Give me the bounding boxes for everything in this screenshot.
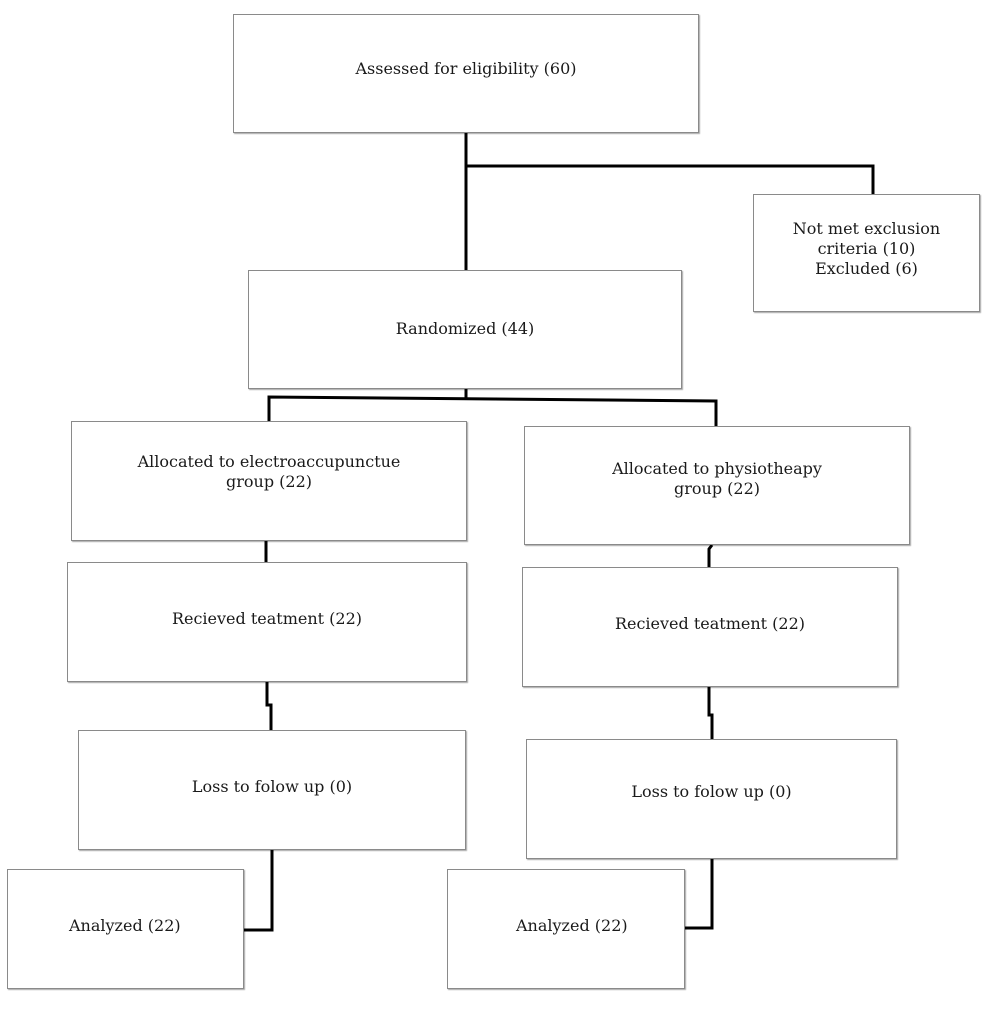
connector-alloc-pt-to-recv-pt [707,544,714,567]
connector-loss-pt-to-anal-pt [685,859,714,930]
analyzed-electroacupuncture-box: Analyzed (22) [7,869,244,989]
connector-assessed-to-excluded [466,164,875,194]
loss-electroacupuncture-label: Loss to folow up (0) [191,776,353,796]
allocated-electroacupuncture-line-2: group (22) [226,471,312,491]
excluded-line-2: criteria (10) [817,239,916,258]
connector-recv-ea-to-loss-ea [265,682,273,730]
received-electroacupuncture-box: Recieved teatment (22) [67,562,467,682]
received-physiotherapy-label: Recieved teatment (22) [614,614,806,633]
excluded-line-1: Not met exclusion [792,219,941,238]
connector-loss-ea-to-anal-ea [244,850,274,932]
excluded-line-3: Excluded (6) [815,259,918,278]
received-physiotherapy-box: Recieved teatment (22) [522,567,898,687]
allocated-electroacupuncture-box: Allocated to electroaccupunctue group (2… [71,421,467,541]
received-electroacupuncture-label: Recieved teatment (22) [171,609,363,628]
analyzed-electroacupuncture-label: Analyzed (22) [69,916,181,935]
allocated-electroacupuncture-text: Allocated to electroaccupunctue group (2… [138,452,401,492]
connector-recv-pt-to-loss-pt [707,687,714,739]
allocated-physiotherapy-text: Allocated to physiotheapy group (22) [612,459,822,499]
analyzed-physiotherapy-label: Analyzed (22) [516,916,628,935]
assessed-label: Assessed for eligibility (60) [355,58,577,78]
allocated-physiotherapy-line-1: Allocated to physiotheapy [612,458,822,478]
loss-physiotherapy-box: Loss to folow up (0) [526,739,897,859]
analyzed-physiotherapy-box: Analyzed (22) [447,869,685,989]
connector-randomized-split [267,395,718,426]
loss-physiotherapy-label: Loss to folow up (0) [631,782,792,801]
excluded-box: Not met exclusion criteria (10) Excluded… [753,194,980,312]
loss-electroacupuncture-box: Loss to folow up (0) [78,730,466,850]
allocated-physiotherapy-line-2: group (22) [674,478,760,498]
assessed-box: Assessed for eligibility (60) [233,14,699,133]
allocated-electroacupuncture-line-1: Allocated to electroaccupunctue [137,451,401,471]
excluded-text: Not met exclusion criteria (10) Excluded… [793,219,940,279]
allocated-physiotherapy-box: Allocated to physiotheapy group (22) [524,426,910,545]
randomized-label: Randomized (44) [395,318,535,338]
randomized-box: Randomized (44) [248,270,682,389]
